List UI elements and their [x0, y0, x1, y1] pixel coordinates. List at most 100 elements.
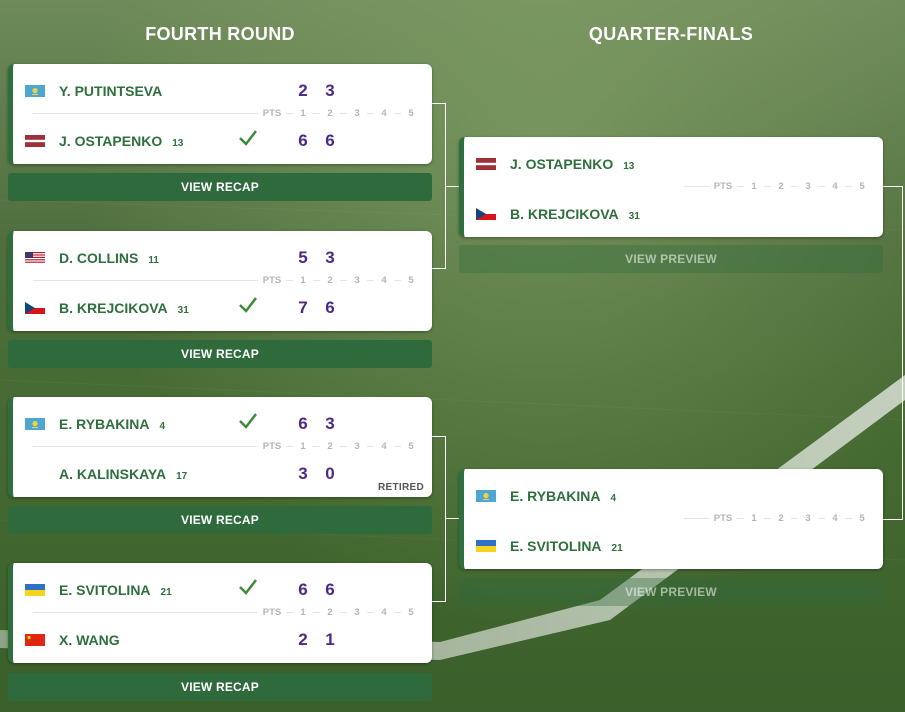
set-score: 2	[298, 81, 308, 100]
set-score: 6	[298, 131, 308, 150]
ukraine-flag-icon	[25, 584, 45, 596]
pts-header: PTS	[258, 441, 286, 452]
set-score: 6	[325, 131, 335, 150]
score-divider	[33, 446, 412, 447]
view-recap-button[interactable]: VIEW RECAP	[8, 673, 432, 701]
set-header: 5	[852, 513, 872, 524]
set-header: 4	[374, 275, 394, 286]
player-seed: 13	[623, 161, 635, 172]
bracket-connector	[446, 518, 459, 519]
set-score: 6	[325, 580, 335, 599]
set-header: 5	[401, 275, 421, 286]
score-divider	[33, 113, 412, 114]
set-header: 1	[293, 441, 313, 452]
player-seed: 21	[160, 587, 172, 598]
set-score: 3	[298, 464, 308, 483]
player-seed: 31	[177, 305, 189, 316]
set-score: 6	[298, 414, 308, 433]
bracket-connector	[446, 186, 459, 187]
player-row: X. WANG 2 1	[13, 615, 432, 665]
set-score: 6	[325, 298, 335, 317]
pts-header: PTS	[258, 108, 286, 119]
set-score: 3	[325, 414, 335, 433]
set-header: 2	[771, 513, 791, 524]
view-recap-button[interactable]: VIEW RECAP	[8, 506, 432, 534]
player-seed: 4	[159, 421, 166, 432]
player-seed: 21	[611, 543, 623, 554]
set-header: 3	[798, 513, 818, 524]
player-name[interactable]: Y. PUTINTSEVA	[59, 83, 163, 99]
set-header: 5	[401, 607, 421, 618]
player-seed: 4	[610, 493, 617, 504]
kazakhstan-flag-icon	[25, 418, 45, 430]
player-name[interactable]: X. WANG	[59, 632, 120, 648]
view-preview-button[interactable]: VIEW PREVIEW	[459, 245, 883, 273]
set-header: 3	[798, 181, 818, 192]
pts-header: PTS	[709, 513, 737, 524]
set-header: 4	[825, 513, 845, 524]
quarter-finals-title: QUARTER-FINALS	[588, 24, 754, 44]
bracket-connector	[432, 103, 446, 269]
set-header: 2	[320, 607, 340, 618]
set-score: 5	[298, 248, 308, 267]
czechia-flag-icon	[25, 302, 45, 314]
set-header: 3	[347, 108, 367, 119]
match-card[interactable]: Y. PUTINTSEVA 2 3 PTS 1 2 3 4 5 J. OSTAP…	[8, 64, 432, 164]
kazakhstan-flag-icon	[25, 85, 45, 97]
set-header: 2	[320, 441, 340, 452]
set-score: 3	[325, 81, 335, 100]
set-header: 5	[401, 108, 421, 119]
kazakhstan-flag-icon	[476, 490, 496, 502]
view-recap-button[interactable]: VIEW RECAP	[8, 173, 432, 201]
set-header: 3	[347, 441, 367, 452]
set-header: 4	[374, 607, 394, 618]
set-header: 5	[401, 441, 421, 452]
set-header: 2	[771, 181, 791, 192]
set-score: 1	[325, 630, 335, 649]
retired-status: RETIRED	[378, 482, 424, 493]
china-flag-icon	[25, 634, 45, 646]
set-score: 7	[298, 298, 308, 317]
set-score: 2	[298, 630, 308, 649]
ukraine-flag-icon	[476, 540, 496, 552]
latvia-flag-icon	[25, 135, 45, 147]
bracket-connector	[432, 436, 446, 602]
set-header: 1	[744, 181, 764, 192]
set-score: 0	[325, 464, 335, 483]
set-score: 3	[325, 248, 335, 267]
bracket-connector	[883, 186, 903, 520]
set-header: 2	[320, 275, 340, 286]
set-score: 6	[298, 580, 308, 599]
usa-flag-icon	[25, 252, 45, 264]
set-header: 3	[347, 275, 367, 286]
winner-check-icon	[239, 297, 257, 313]
set-header: 4	[374, 108, 394, 119]
view-preview-button[interactable]: VIEW PREVIEW	[459, 578, 883, 606]
winner-check-icon	[239, 579, 257, 595]
view-recap-button[interactable]: VIEW RECAP	[8, 340, 432, 368]
set-header: 1	[293, 607, 313, 618]
winner-check-icon	[239, 130, 257, 146]
player-seed: 13	[172, 138, 184, 149]
